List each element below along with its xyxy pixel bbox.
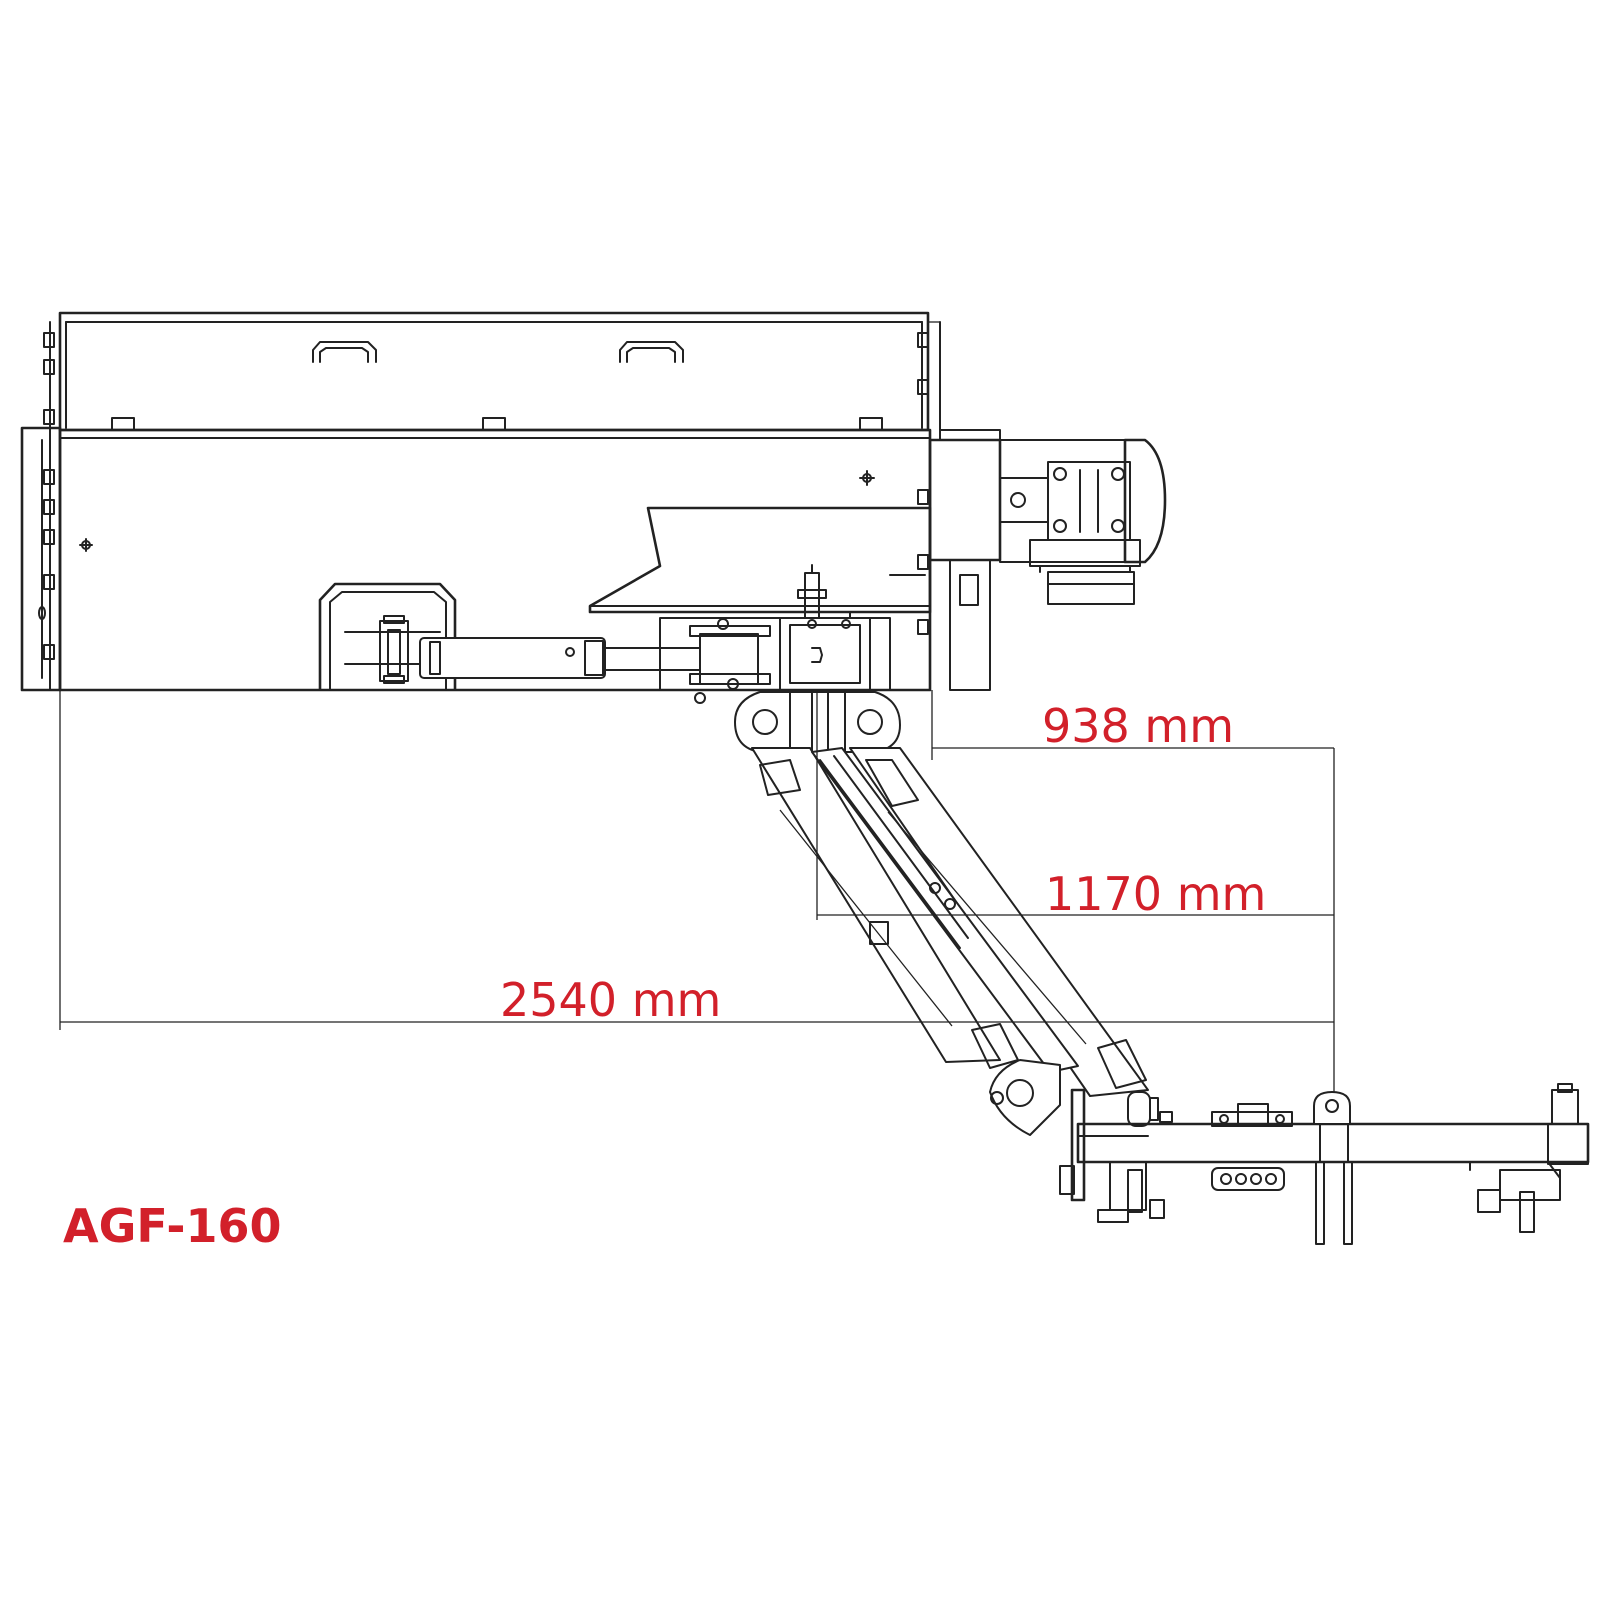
hitch-frame [1059, 1083, 1590, 1245]
dimension-1170-label: 1170 mm [1045, 867, 1266, 921]
handle-left [312, 341, 377, 363]
mulcher-housing [20, 311, 941, 704]
hydraulic-cylinder [419, 633, 759, 685]
dimension-938-label: 938 mm [1042, 699, 1234, 753]
side-bolts [43, 332, 929, 660]
handle-right [619, 341, 684, 363]
dimension-2540-label: 2540 mm [500, 973, 721, 1027]
gearbox [928, 429, 1167, 691]
dimension-lines [59, 690, 1335, 1092]
model-title: AGF-160 [63, 1199, 282, 1253]
arm-assembly [734, 691, 1149, 1136]
